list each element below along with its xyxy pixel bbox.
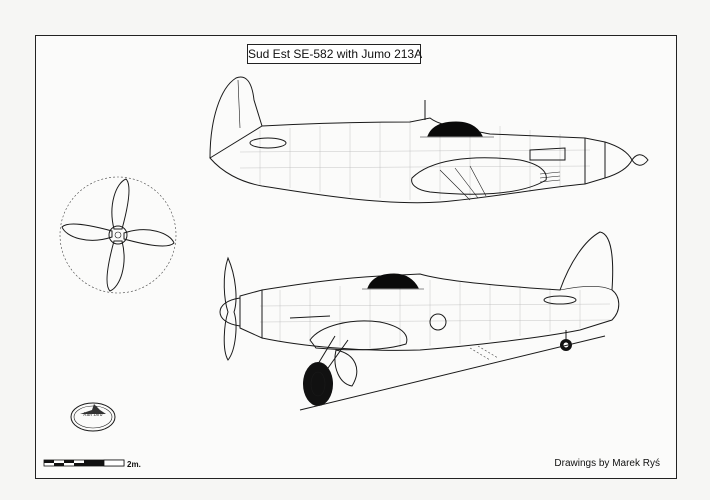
drawing-title: Sud Est SE-582 with Jumo 213A <box>247 44 422 64</box>
scale-bar-icon <box>43 459 125 467</box>
scale-label: 2m. <box>127 460 141 469</box>
propeller-front-view-icon <box>59 176 177 294</box>
aircraft-top-profile-icon <box>209 76 649 204</box>
aircraft-bottom-profile-icon <box>219 231 620 411</box>
drawing-credit: Drawings by Marek Ryś <box>554 458 660 469</box>
publisher-logo-icon <box>70 402 116 432</box>
drawing-frame <box>35 35 677 479</box>
logo-text: Kari Bird <box>83 412 103 418</box>
